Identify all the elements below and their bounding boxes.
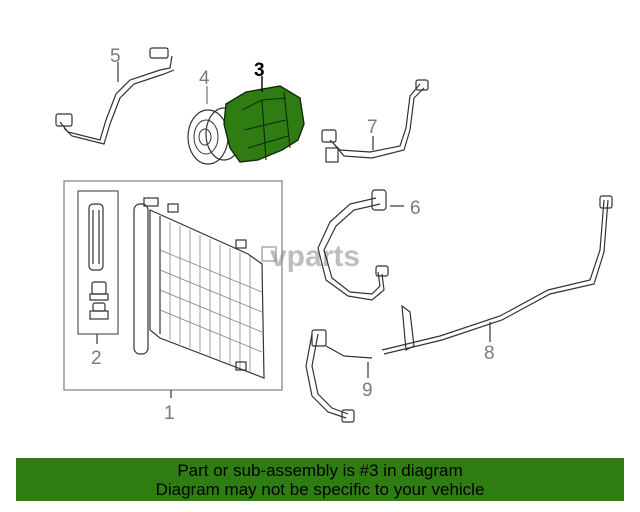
callout-1: 1: [164, 403, 175, 424]
callout-6: 6: [410, 198, 421, 219]
banner-line-2: Diagram may not be specific to your vehi…: [155, 480, 485, 499]
pipe-8: [381, 195, 613, 355]
callout-7: 7: [367, 117, 378, 138]
hose-5: [55, 47, 175, 145]
condenser-fins: [159, 222, 263, 372]
callout-5: 5: [110, 46, 121, 67]
callout-8: 8: [484, 343, 495, 364]
compressor-4: [187, 86, 243, 165]
info-banner: Part or sub-assembly is #3 in diagram Di…: [16, 458, 624, 501]
callout-9: 9: [362, 380, 373, 401]
hose-6: [317, 189, 404, 301]
compressor-3-highlight: [223, 76, 305, 163]
pipe-9: [305, 329, 373, 423]
banner-line-1: Part or sub-assembly is #3 in diagram: [177, 461, 463, 480]
callout-3: 3: [254, 60, 265, 81]
callout-2: 2: [91, 348, 102, 369]
pipe-7: [321, 79, 429, 163]
condenser-group: [63, 180, 283, 398]
watermark: vparts: [261, 240, 360, 273]
callout-4: 4: [199, 68, 210, 89]
watermark-text: vparts: [270, 240, 360, 273]
parts-diagram: vparts: [55, 46, 613, 424]
